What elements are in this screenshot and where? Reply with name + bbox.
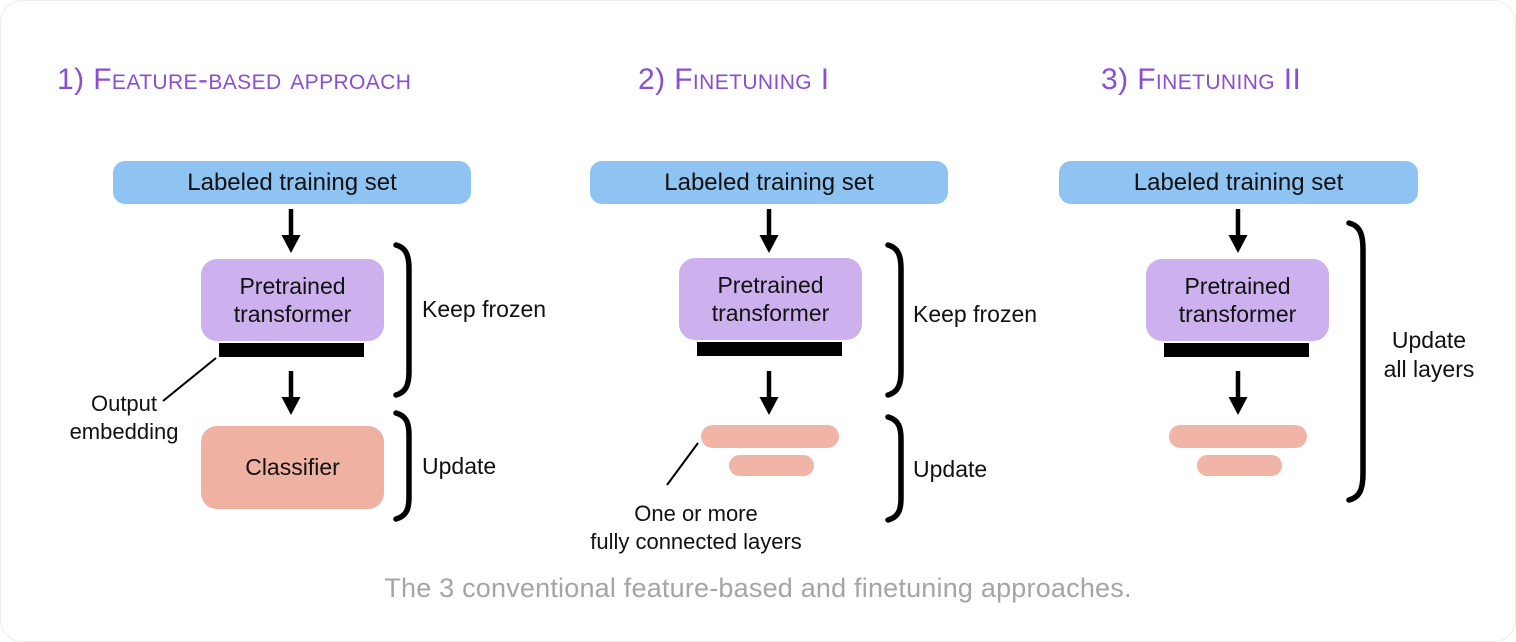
right-bracket-icon [1346,220,1366,503]
column2-title: 2) Finetuning I [638,63,830,96]
column2-pretrained-transformer-box: Pretrained transformer [679,258,862,340]
fc-layer-bar-wide [1169,425,1307,448]
down-arrow-icon [759,209,779,253]
right-bracket-icon [393,242,412,398]
right-bracket-icon [885,242,904,398]
down-arrow-icon [759,371,779,415]
column1-pretrained-transformer-box: Pretrained transformer [201,259,384,341]
column1-update-label: Update [422,453,497,479]
output-embedding-bar [697,342,842,356]
column1-title: 1) Feature-based approach [57,63,412,96]
right-bracket-icon [393,410,412,522]
fc-layers-label: One or more fully connected layers [590,501,802,554]
down-arrow-icon [1228,371,1248,415]
down-arrow-icon [281,371,301,415]
column1-keep-frozen-label: Keep frozen [422,296,547,322]
column3-title: 3) Finetuning II [1101,63,1302,96]
output-embedding-pointer-line [162,357,217,402]
right-bracket-icon [885,414,904,523]
column2-keep-frozen-label: Keep frozen [913,301,1038,327]
fc-layer-bar-narrow [729,455,814,476]
output-embedding-bar [1164,343,1309,357]
fc-layer-bar-wide [701,425,839,448]
down-arrow-icon [1228,209,1248,253]
column1-classifier-box: Classifier [201,426,384,509]
output-embedding-bar [219,343,364,357]
fc-layer-bar-narrow [1197,455,1282,476]
column2-update-label: Update [913,456,988,482]
column3-update-all-layers-label: Update all layers [1383,327,1475,382]
column3-pretrained-transformer-box: Pretrained transformer [1146,259,1329,341]
column3-labeled-training-set-box: Labeled training set [1059,161,1418,204]
column2-labeled-training-set-box: Labeled training set [590,161,948,204]
column1-labeled-training-set-box: Labeled training set [113,161,471,204]
figure-caption: The 3 conventional feature-based and fin… [384,573,1132,603]
output-embedding-label: Output embedding [69,391,179,444]
fc-layers-pointer-line [666,442,699,486]
down-arrow-icon [281,209,301,253]
